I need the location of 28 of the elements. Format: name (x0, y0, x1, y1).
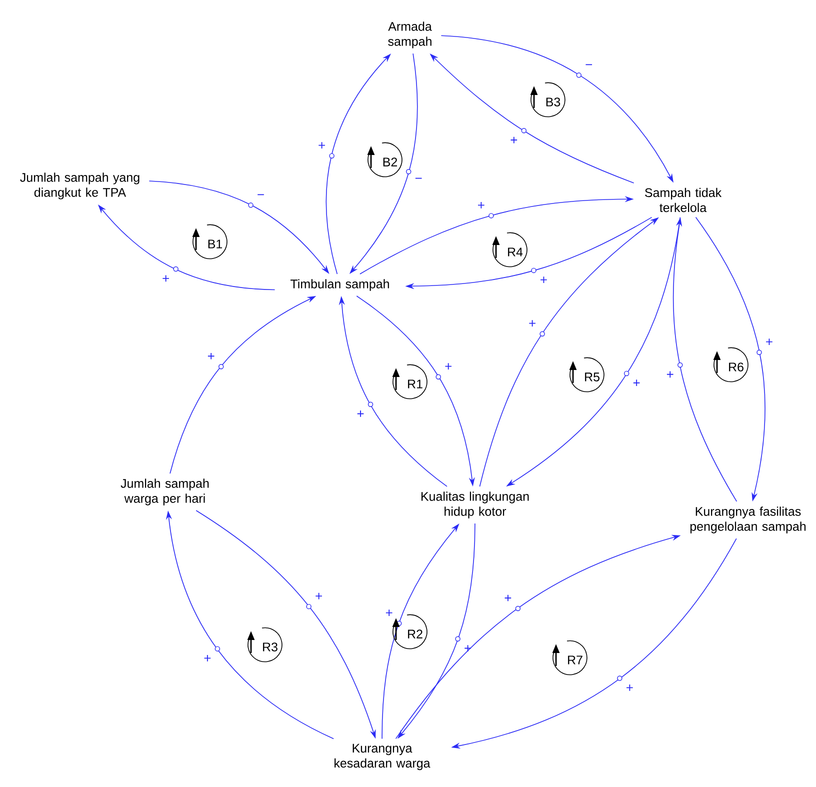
polarity-sign: + (386, 610, 392, 616)
variable-label: Kurangnya kesadaran warga (334, 744, 430, 770)
polarity-sign: − (258, 194, 264, 196)
polarity-sign: + (510, 136, 518, 144)
variable-label: Timbulan sampah (290, 279, 389, 291)
polarity-sign: − (415, 178, 422, 179)
polarity-sign: + (666, 371, 674, 378)
variable-label: Sampah tidak terkelola (645, 188, 722, 212)
variable-label: Jumlah sampah yang diangkut ke TPA (20, 172, 140, 200)
polarity-sign: + (318, 142, 325, 148)
polarity-sign: + (478, 202, 484, 208)
polarity-sign: + (540, 276, 547, 283)
variable-label: Armada sampah (388, 22, 432, 48)
polarity-sign: + (204, 655, 211, 662)
polarity-sign: − (586, 64, 592, 66)
variable-label: Kurangnya fasilitas pengelolaan sampah (690, 506, 806, 534)
polarity-sign: + (626, 684, 633, 691)
polarity-sign: + (162, 275, 169, 282)
polarity-sign: + (766, 338, 772, 346)
polarity-sign: + (445, 363, 452, 370)
polarity-sign: + (633, 380, 640, 386)
polarity-sign: + (208, 352, 214, 360)
polarity-sign: + (357, 410, 364, 417)
polarity-sign: + (529, 320, 536, 327)
variable-label: Kualitas lingkungan hidup kotor (421, 492, 529, 518)
polarity-sign: + (504, 594, 512, 602)
variable-label: Jumlah sampah warga per hari (120, 478, 209, 506)
polarity-sign: + (316, 592, 322, 600)
